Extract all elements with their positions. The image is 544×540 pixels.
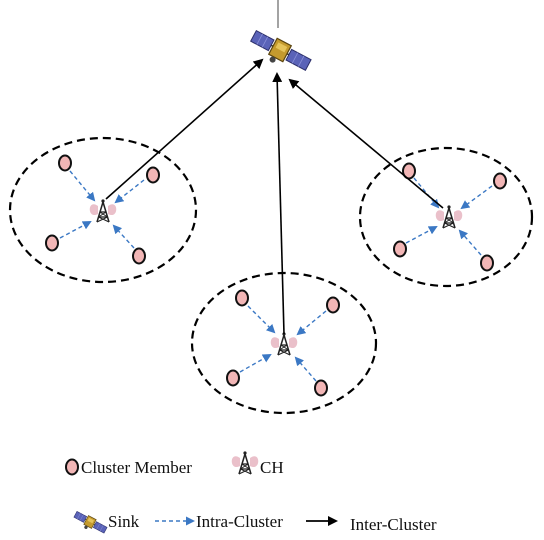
member-node: [58, 154, 72, 172]
intra-arrow: [296, 310, 327, 336]
member-node: [326, 296, 340, 314]
member-node: [146, 166, 160, 184]
intra-arrow: [69, 170, 96, 202]
legend-sink-label: Sink: [108, 512, 140, 531]
cluster-center: [190, 271, 378, 415]
legend-inter-label: Inter-Cluster: [350, 515, 437, 534]
member-icon: [65, 458, 79, 476]
intra-arrow: [112, 224, 135, 249]
intra-arrow: [413, 177, 440, 209]
intra-arrow: [460, 185, 493, 210]
intra-arrow: [59, 221, 92, 239]
member-node: [45, 234, 59, 252]
member-node: [493, 172, 507, 190]
ch-icon: [231, 450, 259, 475]
member-node: [235, 289, 249, 307]
cluster-boundary: [8, 136, 198, 284]
intra-arrow: [239, 354, 272, 373]
cluster-head-icon: [270, 331, 298, 356]
intra-arrow: [458, 229, 482, 256]
member-node: [480, 254, 494, 272]
legend-member: Cluster Member: [65, 458, 192, 477]
cluster-right: [358, 146, 534, 288]
sink-satellite-icon: [245, 0, 314, 80]
inter-arrow: [105, 58, 264, 200]
cluster-boundary: [190, 271, 378, 415]
member-node: [393, 240, 407, 258]
legend-intra: Intra-Cluster: [155, 512, 283, 531]
legend-ch: CH: [231, 450, 284, 477]
legend-sink: Sink: [71, 509, 140, 538]
legend-inter: Inter-Cluster: [306, 515, 437, 534]
legend-member-label: Cluster Member: [81, 458, 192, 477]
intra-arrow: [405, 226, 438, 244]
intra-arrow: [294, 356, 317, 382]
legend-intra-label: Intra-Cluster: [196, 512, 283, 531]
legend-ch-label: CH: [260, 458, 284, 477]
member-node: [132, 247, 146, 265]
sink-icon: [71, 509, 109, 538]
inter-arrow: [288, 78, 444, 209]
intra-arrow: [114, 179, 145, 204]
cluster-left: [8, 136, 198, 284]
intra-arrow: [247, 305, 276, 334]
cluster-head-icon: [435, 204, 463, 229]
inter-arrow: [272, 72, 285, 335]
cluster-head-icon: [89, 198, 117, 223]
member-node: [314, 379, 328, 397]
cluster-boundary: [358, 146, 534, 288]
member-node: [226, 369, 240, 387]
